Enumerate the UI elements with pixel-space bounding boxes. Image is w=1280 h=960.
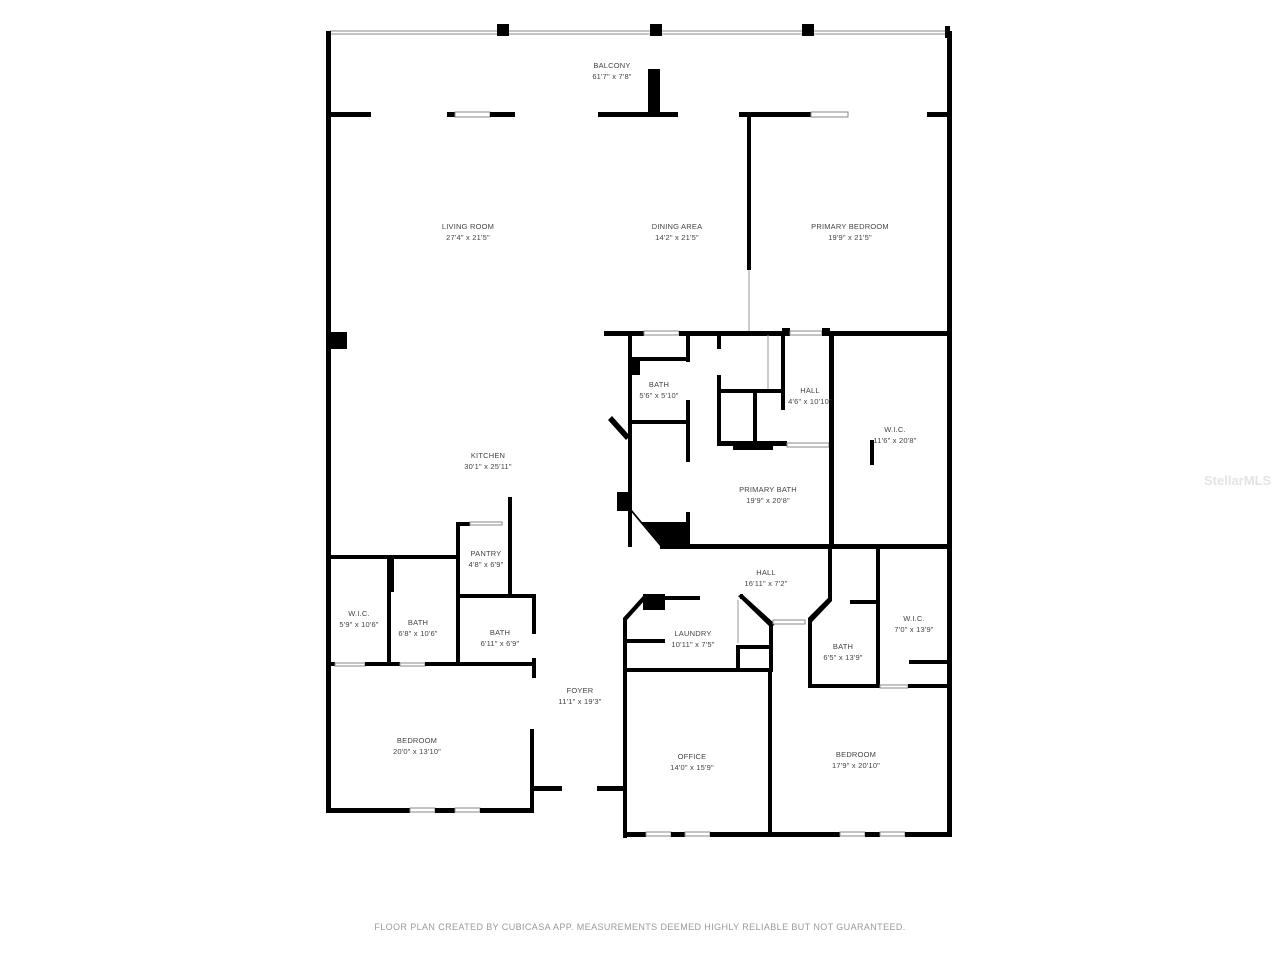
footer-disclaimer: FLOOR PLAN CREATED BY CUBICASA APP. MEAS…: [374, 922, 906, 932]
room-label-wic-1: W.I.C.11'6" x 20'8": [873, 425, 917, 445]
room-label-wic-3: W.I.C.7'0" x 13'9": [894, 614, 934, 634]
watermark: StellarMLS: [1204, 473, 1272, 488]
room-label-wic-2: W.I.C.5'9" x 10'6": [339, 609, 379, 629]
